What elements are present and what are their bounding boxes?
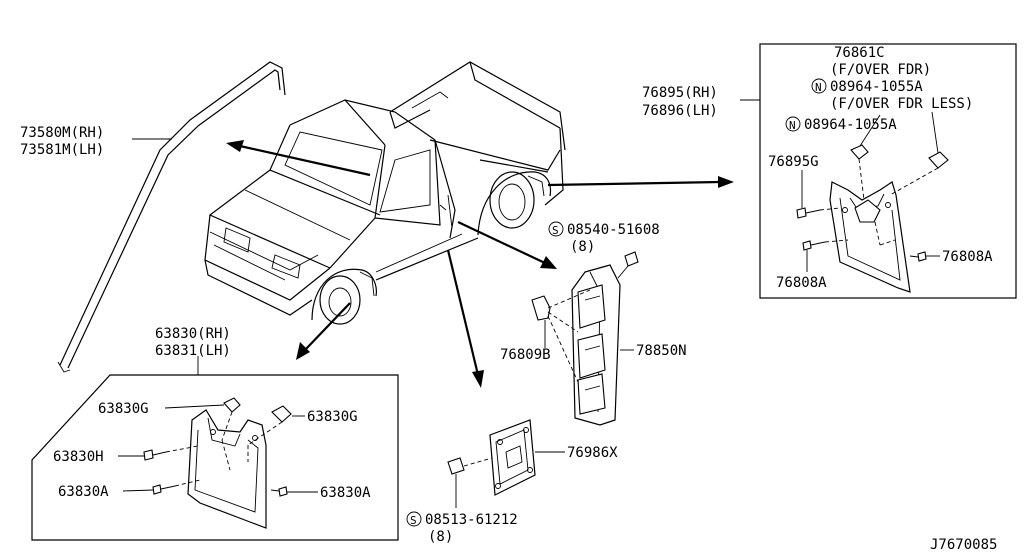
s-symbol-2: S xyxy=(410,514,417,527)
label-rear-flap-lh: 76896(LH) xyxy=(642,103,718,119)
label-rear-clip: 76895G xyxy=(768,154,819,170)
label-front-clip-left: 63830G xyxy=(98,401,149,417)
label-front-flap-lh: 63831(LH) xyxy=(155,343,231,359)
diagram-id: J7670085 xyxy=(930,537,997,553)
label-front-screw-left: 63830A xyxy=(58,484,109,500)
label-protector-screw: 08540-51608 xyxy=(567,222,660,238)
pickup-truck-illustration xyxy=(204,61,566,325)
label-plate-screw: 08513-61212 xyxy=(425,512,518,528)
label-molding-lh: 73581M(LH) xyxy=(20,142,104,158)
label-front-screw-right: 63830A xyxy=(320,485,371,501)
label-protector: 78850N xyxy=(636,343,687,359)
label-rear-flap-rh: 76895(RH) xyxy=(642,85,718,101)
rocker-protector xyxy=(531,251,639,426)
label-front-flap-rh: 63830(RH) xyxy=(155,326,231,342)
roof-molding-strip xyxy=(57,61,286,373)
s-mark-2 xyxy=(406,511,422,527)
callout-arrows xyxy=(226,140,734,388)
label-rear-screw-right: 76808A xyxy=(942,249,993,265)
label-rear-screw-left: 76808A xyxy=(776,275,827,291)
s-symbol-1: S xyxy=(552,224,559,237)
label-rear-nut-note: (F/OVER FDR LESS) xyxy=(830,96,973,112)
n-symbol-2: N xyxy=(789,119,796,132)
label-front-bolt-h: 63830H xyxy=(53,449,104,465)
label-protector-screw-qty: (8) xyxy=(570,239,595,255)
label-plate: 76986X xyxy=(567,445,618,461)
mounting-plate xyxy=(447,419,565,508)
label-protector-clip: 76809B xyxy=(500,347,551,363)
rear-mudflap-box xyxy=(740,43,1017,299)
label-rear-bracket-note: (F/OVER FDR) xyxy=(830,62,931,78)
front-mudflap-box xyxy=(31,356,399,541)
n-symbol-1: N xyxy=(815,81,822,94)
label-rear-nut-part: 08964-1055A xyxy=(830,79,923,95)
label-molding-rh: 73580M(RH) xyxy=(20,125,104,141)
label-plate-screw-qty: (8) xyxy=(428,529,453,545)
s-mark-1 xyxy=(548,221,564,237)
label-rear-nut-part-2: 08964-1055A xyxy=(804,117,897,133)
n-mark-2 xyxy=(785,116,801,132)
label-rear-bracket: 76861C xyxy=(834,45,885,61)
part-labels: 73580M(RH) 73581M(LH) 63830(RH) 63831(LH… xyxy=(20,45,997,553)
label-front-clip-right: 63830G xyxy=(307,409,358,425)
symbol-marks: N N S S xyxy=(406,78,827,527)
n-mark-1 xyxy=(811,78,827,94)
